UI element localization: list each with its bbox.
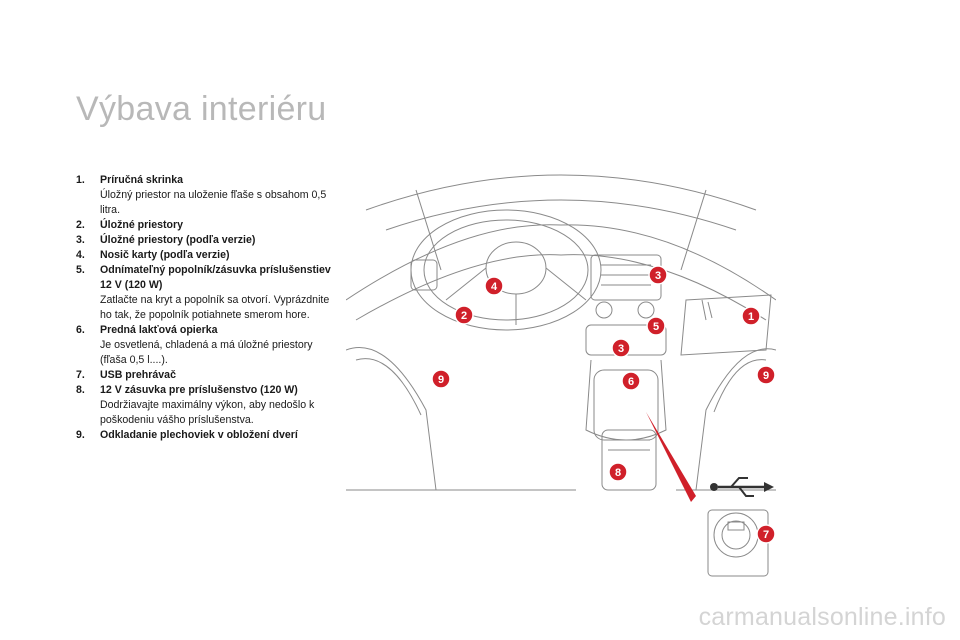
legend-item: 9. Odkladanie plechoviek v obložení dverí [76,428,338,443]
legend-item: 8. 12 V zásuvka pre príslušenstvo (120 W)… [76,383,338,428]
callout-marker-7: 7 [756,524,776,544]
legend-item: 5. Odnímateľný popolník/zásuvka príslušen… [76,263,338,323]
legend-item-number: 1. [76,174,85,186]
legend-item-title: Úložné priestory [100,219,184,231]
callout-number: 9 [438,374,444,386]
callout-marker-1: 1 [741,306,761,326]
legend-item-title: 12 V zásuvka pre príslušenstvo (120 W) [100,384,298,396]
callout-number: 6 [628,376,634,388]
interior-line-art [346,174,776,577]
callout-number: 8 [615,467,621,479]
callout-marker-3: 3 [611,338,631,358]
callout-marker-4: 4 [484,276,504,296]
legend-item-title: Odnímateľný popolník/zásuvka príslušenst… [100,264,331,291]
legend-item-number: 7. [76,369,85,381]
usb-pointer-line [646,412,696,502]
callout-number: 4 [491,281,498,293]
legend-item-description: Úložný priestor na uloženie fľaše s obsa… [100,189,327,216]
callout-marker-5: 5 [646,316,666,336]
callout-number: 1 [748,311,754,323]
callout-number: 9 [763,370,769,382]
legend-item: 2. Úložné priestory [76,218,338,233]
interior-illustration: 1 2 3 3 4 5 6 7 8 9 9 [346,174,776,577]
watermark: carmanualsonline.info [698,603,946,631]
legend-item: 6. Predná lakťová opierka Je osvetlená, ch… [76,323,338,368]
legend-item-number: 8. [76,384,85,396]
legend-item-description: Je osvetlená, chladená a má úložné pries… [100,339,313,366]
callout-number: 7 [763,529,769,541]
legend-item-number: 3. [76,234,85,246]
legend-item: 7. USB prehrávač [76,368,338,383]
legend-item-number: 9. [76,429,85,441]
legend-item-description: Zatlačte na kryt a popolník sa otvorí. V… [100,294,330,321]
callout-number: 2 [461,310,467,322]
callout-marker-6: 6 [621,371,641,391]
legend-item-title: Úložné priestory (podľa verzie) [100,234,256,246]
legend-item-title: Odkladanie plechoviek v obložení dverí [100,429,298,441]
callout-number: 3 [655,270,661,282]
legend-item-number: 5. [76,264,85,276]
legend-item-number: 6. [76,324,85,336]
legend-item-number: 4. [76,249,85,261]
legend-item: 4. Nosič karty (podľa verzie) [76,248,338,263]
callout-marker-9: 9 [756,365,776,385]
callout-number: 5 [653,321,659,333]
callout-marker-8: 8 [608,462,628,482]
callout-layer: 1 2 3 3 4 5 6 7 8 9 9 [431,265,776,544]
callout-marker-2: 2 [454,305,474,325]
legend-item-title: Predná lakťová opierka [100,324,218,336]
legend-item-number: 2. [76,219,85,231]
legend-item-title: USB prehrávač [100,369,176,381]
legend-item: 3. Úložné priestory (podľa verzie) [76,233,338,248]
page-title: Výbava interiéru [76,90,327,128]
callout-marker-9: 9 [431,369,451,389]
legend-item-title: Nosič karty (podľa verzie) [100,249,230,261]
legend-item-title: Príručná skrinka [100,174,184,186]
callout-number: 3 [618,343,624,355]
legend-item-description: Dodržiavajte maximálny výkon, aby nedošl… [100,399,315,426]
callout-marker-3: 3 [648,265,668,285]
